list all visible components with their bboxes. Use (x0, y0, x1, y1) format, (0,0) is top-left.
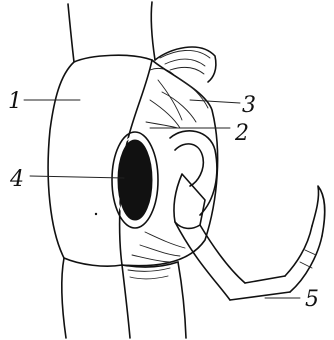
label-4: 4 (9, 167, 24, 192)
appendage-claw (174, 174, 325, 300)
oval-opening (112, 132, 158, 228)
lower-segment (62, 258, 186, 338)
label-1: 1 (8, 89, 22, 114)
label-3: 3 (242, 93, 256, 118)
label-2: 2 (234, 121, 249, 146)
socket (170, 131, 217, 215)
upper-segment (68, 2, 155, 62)
label-5: 5 (305, 287, 319, 312)
leader-lines (24, 100, 300, 298)
upper-membrane (150, 47, 216, 82)
